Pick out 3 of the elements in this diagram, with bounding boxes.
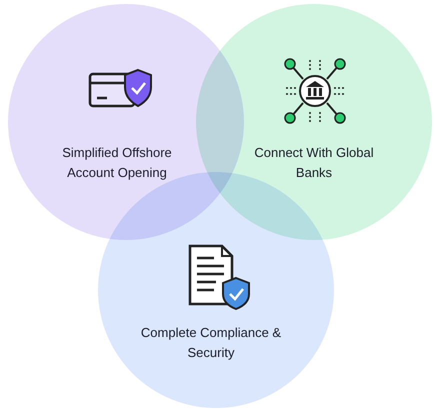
circle-label: Connect With Global Banks — [253, 144, 375, 182]
circle-label: Simplified Offshore Account Opening — [61, 144, 173, 182]
circle-label: Complete Compliance & Security — [140, 324, 282, 362]
